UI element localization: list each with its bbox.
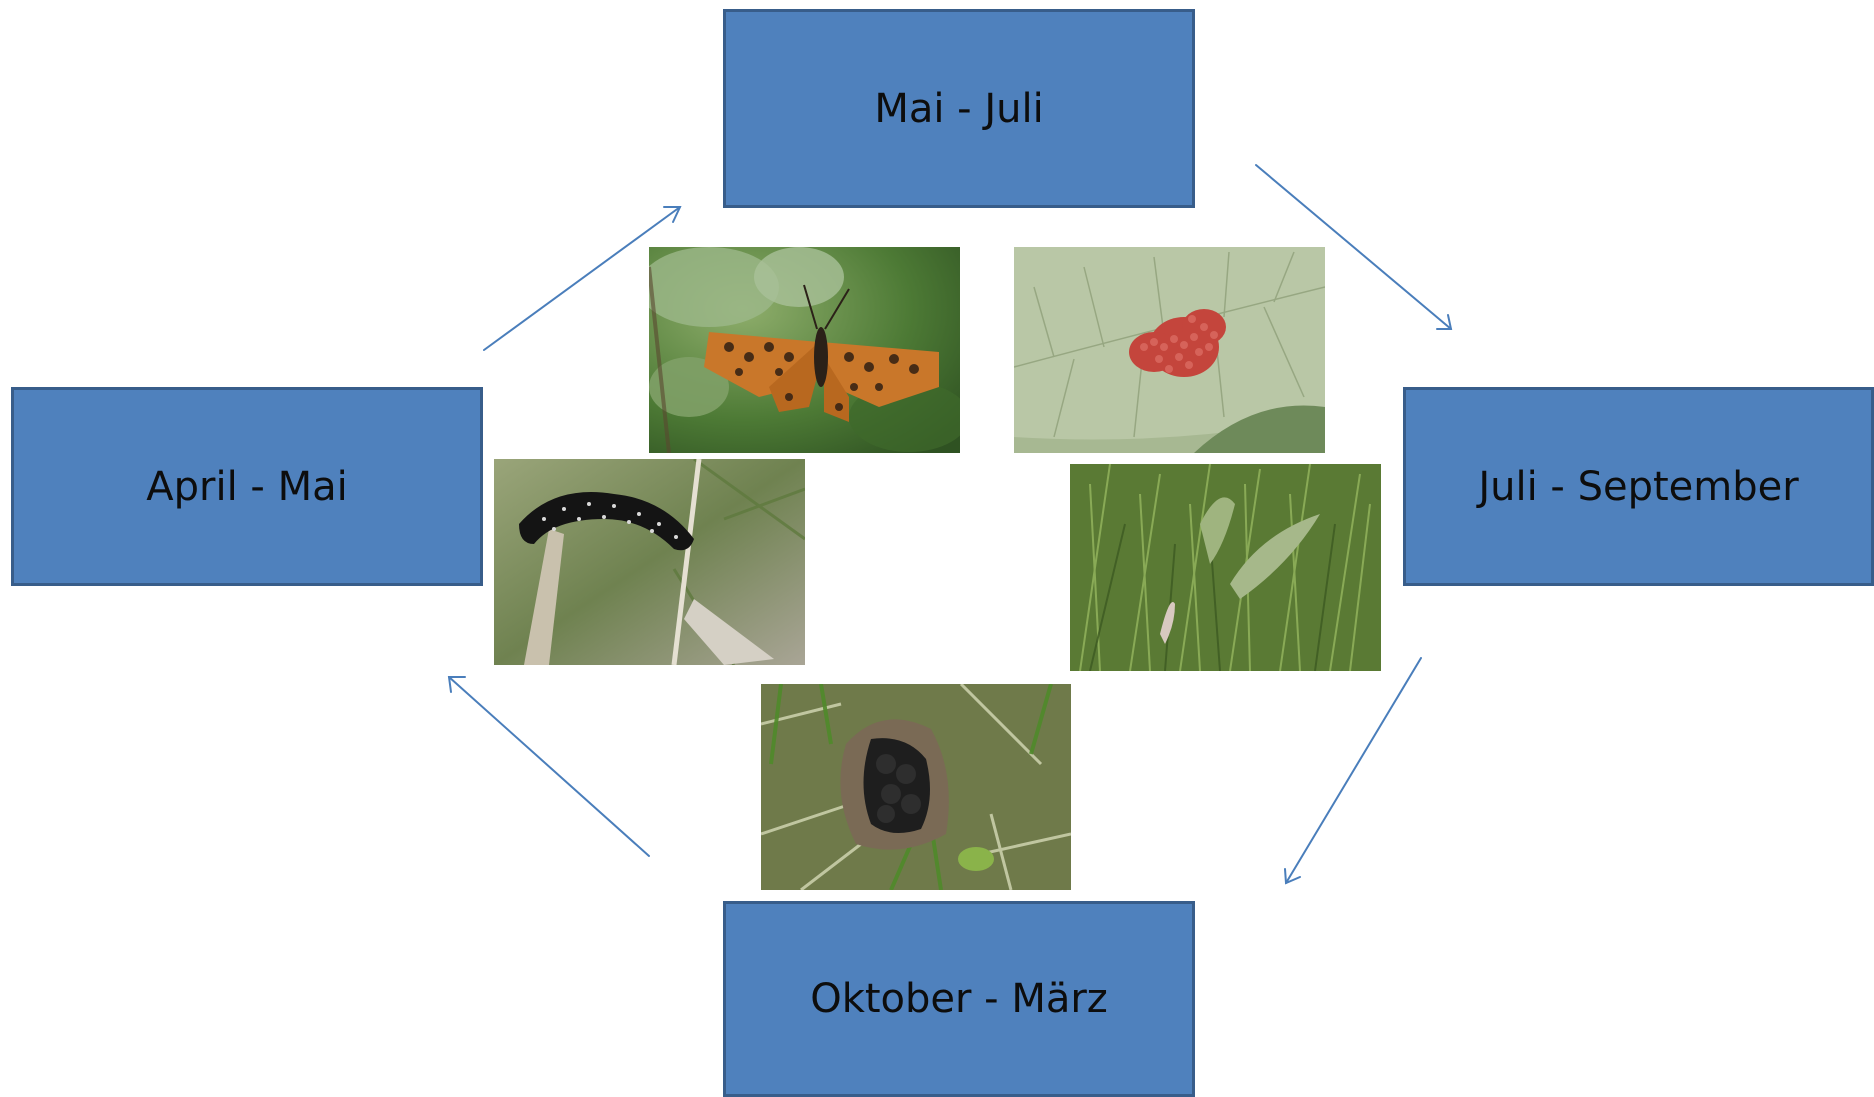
butterfly-photo bbox=[649, 247, 960, 453]
host-plant-grass-photo bbox=[1070, 464, 1381, 671]
egg-cluster-photo bbox=[1014, 247, 1325, 453]
larval-nest-photo bbox=[761, 684, 1071, 890]
arrow-oktober-to-april bbox=[449, 677, 649, 856]
caterpillar-photo bbox=[494, 459, 805, 665]
arrow-juli-to-oktober bbox=[1285, 658, 1421, 883]
